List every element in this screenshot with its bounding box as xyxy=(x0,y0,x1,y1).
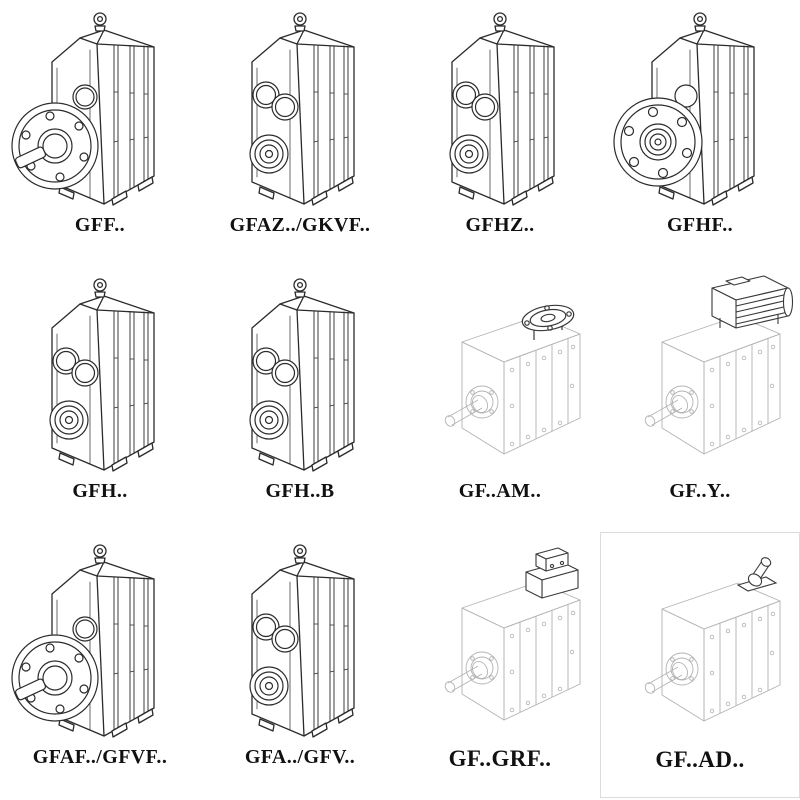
drawing-gfh-b xyxy=(249,278,355,472)
gearbox-label: GFAF../GFVF.. xyxy=(32,746,168,768)
gearbox-label: GF..AM.. xyxy=(458,480,542,502)
gearbox-label: GFH..B xyxy=(265,480,335,502)
drawing-gfh xyxy=(49,278,155,472)
gearbox-item: GFAZ../GKVF.. xyxy=(200,0,400,266)
gearbox-item: GF..AD.. xyxy=(600,532,800,798)
drawing-gf-y xyxy=(642,275,794,455)
gearbox-item: GFHZ.. xyxy=(400,0,600,266)
gearbox-label: GFHF.. xyxy=(666,214,734,236)
gearbox-item: GFH..B xyxy=(200,266,400,532)
gearbox-label: GFAZ../GKVF.. xyxy=(229,214,371,236)
drawing-gf-grf xyxy=(442,547,581,721)
gearbox-item: GFH.. xyxy=(0,266,200,532)
gearbox-item: GF..GRF.. xyxy=(400,532,600,798)
gearbox-item: GFAF../GFVF.. xyxy=(0,532,200,798)
gearbox-label: GFH.. xyxy=(72,480,128,502)
drawing-gfaz-gkvf xyxy=(249,12,355,206)
drawing-gfaf-gfvf xyxy=(11,544,155,738)
gearbox-item: GF..Y.. xyxy=(600,266,800,532)
gearbox-label: GF..GRF.. xyxy=(448,746,552,771)
gearbox-label: GF..AD.. xyxy=(655,747,745,772)
drawing-gfhz xyxy=(449,12,555,206)
gearbox-item: GFHF.. xyxy=(600,0,800,266)
drawing-gf-ad xyxy=(642,555,781,722)
drawing-gff xyxy=(11,12,155,206)
gearbox-item: GFF.. xyxy=(0,0,200,266)
gearbox-item: GFA../GFV.. xyxy=(200,532,400,798)
gearbox-label: GFHZ.. xyxy=(465,214,535,236)
drawing-gfhf xyxy=(613,12,755,206)
gearbox-label: GF..Y.. xyxy=(669,480,731,502)
drawing-gf-am xyxy=(442,301,581,455)
gearbox-label: GFA../GFV.. xyxy=(244,746,356,768)
gearbox-item: GF..AM.. xyxy=(400,266,600,532)
gearbox-label: GFF.. xyxy=(74,214,126,236)
drawing-gfa-gfv xyxy=(249,544,355,738)
